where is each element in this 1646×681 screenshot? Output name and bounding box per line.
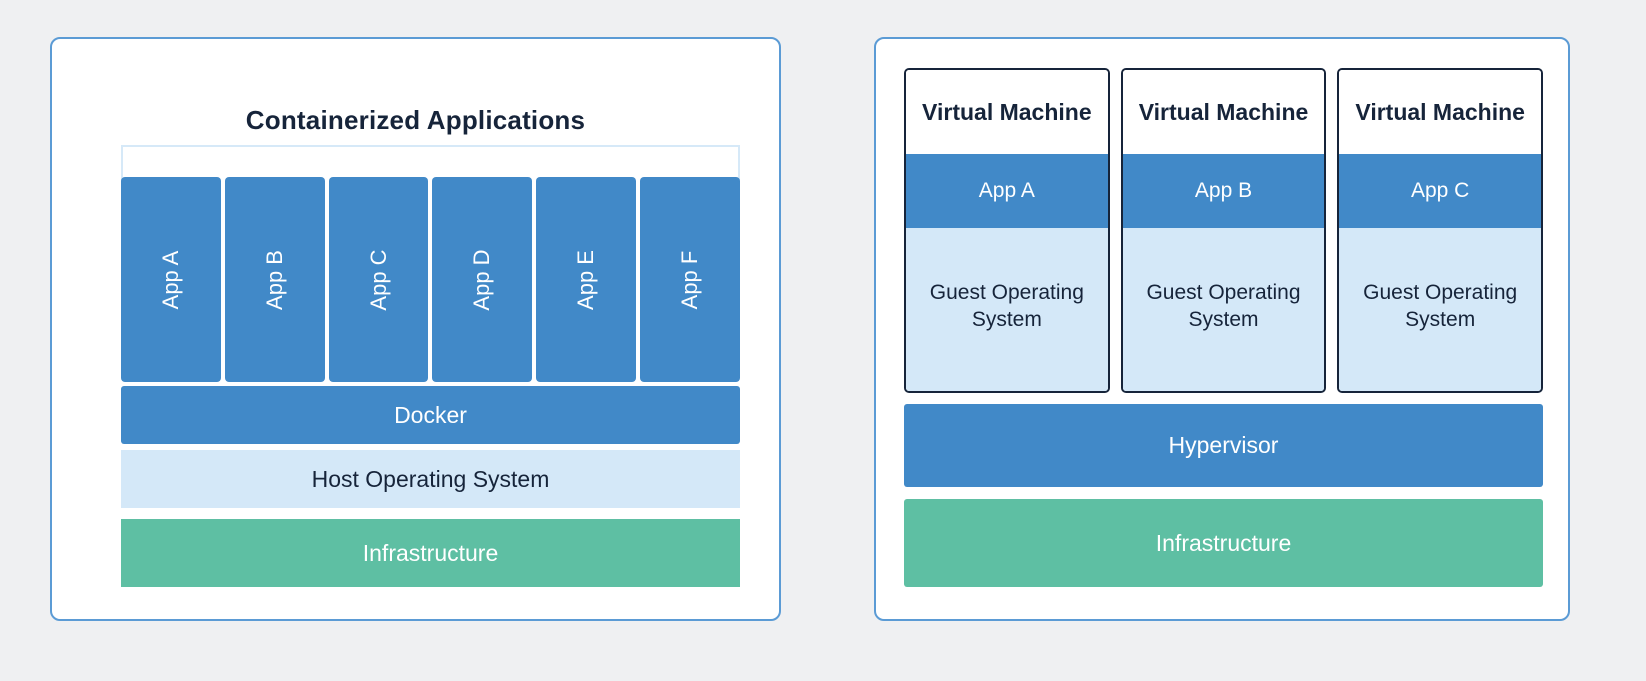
container-app-e-label: App E: [573, 249, 599, 310]
container-app-f[interactable]: App F: [640, 177, 740, 382]
virtual-machine-3-app: App C: [1339, 154, 1542, 228]
host-operating-system-layer[interactable]: Host Operating System: [121, 450, 740, 508]
virtual-machine-1-app: App A: [906, 154, 1108, 228]
container-app-c[interactable]: App C: [328, 177, 429, 382]
containers-panel-title: Containerized Applications: [245, 104, 586, 135]
virtual-machine-3-guest-os: Guest Operating System: [1339, 228, 1542, 391]
docker-layer[interactable]: Docker: [121, 386, 740, 444]
virtual-machine-1-title: Virtual Machine: [906, 70, 1108, 154]
container-app-b-label: App B: [261, 249, 287, 310]
virtual-machine-2[interactable]: Virtual Machine App B Guest Operating Sy…: [1120, 68, 1327, 393]
container-app-e[interactable]: App E: [536, 177, 637, 382]
virtual-machine-3[interactable]: Virtual Machine App C Guest Operating Sy…: [1337, 68, 1544, 393]
container-app-c-label: App C: [365, 248, 391, 311]
infrastructure-layer-containers[interactable]: Infrastructure: [121, 519, 740, 587]
containers-panel: Containerized Applications App A App B A…: [50, 37, 781, 621]
container-app-b[interactable]: App B: [224, 177, 325, 382]
virtual-machines-panel: Virtual Machine App A Guest Operating Sy…: [874, 37, 1570, 621]
virtual-machines-row: Virtual Machine App A Guest Operating Sy…: [904, 68, 1544, 393]
container-app-d[interactable]: App D: [432, 177, 533, 382]
container-app-a[interactable]: App A: [121, 177, 221, 382]
virtual-machine-3-title: Virtual Machine: [1339, 70, 1542, 154]
virtual-machine-1[interactable]: Virtual Machine App A Guest Operating Sy…: [904, 68, 1110, 393]
hypervisor-layer[interactable]: Hypervisor: [904, 404, 1543, 487]
container-app-d-label: App D: [469, 248, 495, 311]
infrastructure-layer-vms[interactable]: Infrastructure: [904, 499, 1543, 587]
virtual-machine-2-app: App B: [1122, 154, 1325, 228]
virtual-machine-1-guest-os: Guest Operating System: [906, 228, 1108, 391]
container-app-f-label: App F: [677, 250, 703, 309]
virtual-machine-2-guest-os: Guest Operating System: [1122, 228, 1325, 391]
container-group-frame: [121, 145, 740, 181]
virtual-machine-2-title: Virtual Machine: [1122, 70, 1325, 154]
container-apps-row: App A App B App C App D App E App F: [121, 177, 740, 382]
container-app-a-label: App A: [157, 250, 183, 309]
